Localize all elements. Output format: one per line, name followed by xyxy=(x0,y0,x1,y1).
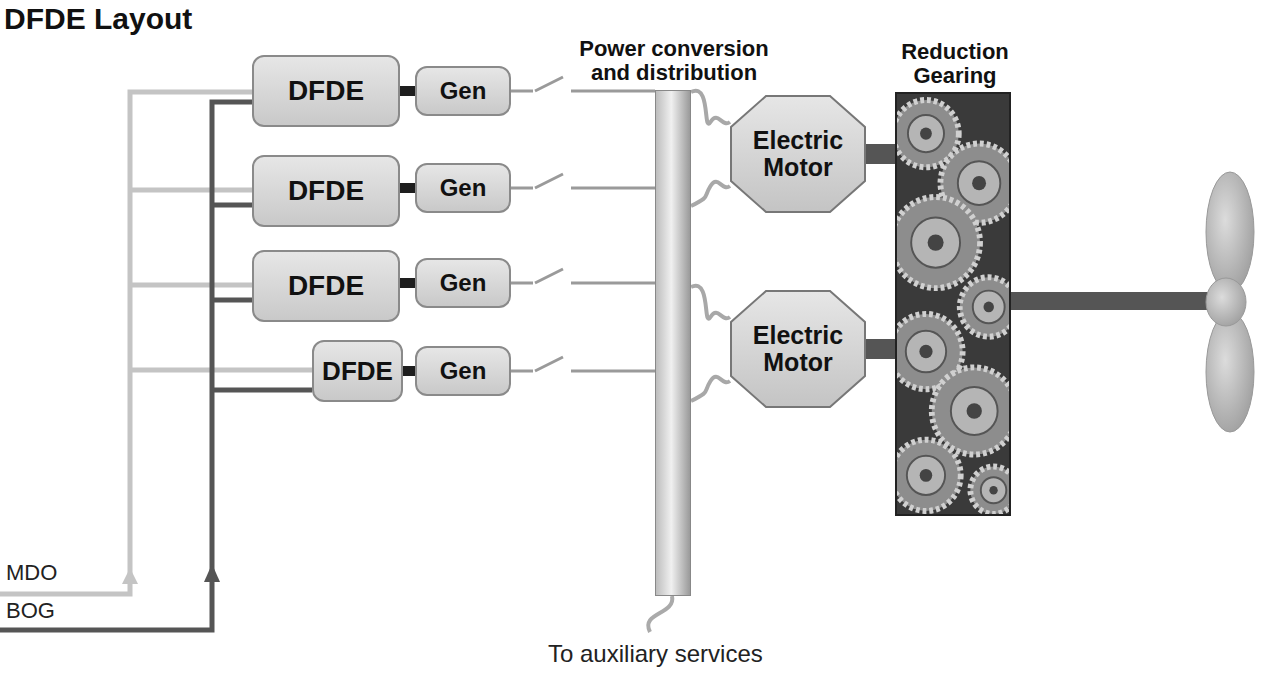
engine-box: DFDE xyxy=(252,250,400,322)
drive-shaft xyxy=(866,339,895,359)
switch-feed xyxy=(511,357,655,371)
propeller-shaft xyxy=(1010,292,1210,310)
motor-octagon: Electric Motor xyxy=(730,95,866,213)
node-label: DFDE xyxy=(322,357,393,386)
distribution-bar: Power conversion and distribution xyxy=(655,90,691,596)
drive-shaft xyxy=(400,183,415,193)
generator-box: Gen xyxy=(415,163,511,213)
node-heading: Power conversion and distribution xyxy=(564,37,784,85)
motor-octagon: Electric Motor xyxy=(730,290,866,408)
engine-box: DFDE xyxy=(252,155,400,227)
generator-box: Gen xyxy=(415,66,511,116)
power-cable xyxy=(691,182,730,206)
node-label: Electric Motor xyxy=(738,127,858,182)
drive-shaft xyxy=(400,86,415,96)
drive-shaft xyxy=(403,366,415,376)
node-label: Gen xyxy=(440,175,487,201)
fuel-label: BOG xyxy=(6,598,55,624)
drive-shaft xyxy=(400,278,415,288)
mdo-arrowhead xyxy=(122,568,138,584)
engine-box: DFDE xyxy=(252,55,400,127)
gear-illustration xyxy=(897,94,1009,514)
switch-feed xyxy=(511,174,655,188)
bog-arrowhead xyxy=(204,564,220,582)
switch-feed xyxy=(511,269,655,283)
node-label: DFDE xyxy=(288,76,364,107)
node-label: DFDE xyxy=(288,271,364,302)
power-cable xyxy=(691,377,730,401)
node-heading: Reduction Gearing xyxy=(875,40,1035,88)
drive-shaft xyxy=(866,144,895,164)
fuel-label: MDO xyxy=(6,560,57,586)
page-title: DFDE Layout xyxy=(4,2,192,36)
gearbox-picture: Reduction Gearing xyxy=(895,92,1011,516)
engine-box: DFDE xyxy=(312,340,403,402)
node-label: DFDE xyxy=(288,176,364,207)
propeller xyxy=(1206,172,1254,432)
generator-box: Gen xyxy=(415,258,511,308)
power-cable xyxy=(691,286,730,319)
power-cable xyxy=(691,91,730,124)
node-label: Gen xyxy=(440,78,487,104)
note-label: To auxiliary services xyxy=(548,640,763,668)
node-label: Electric Motor xyxy=(738,322,858,377)
generator-box: Gen xyxy=(415,346,511,396)
node-label: Gen xyxy=(440,270,487,296)
auxiliary-feed-wire xyxy=(648,596,672,632)
node-label: Gen xyxy=(440,358,487,384)
